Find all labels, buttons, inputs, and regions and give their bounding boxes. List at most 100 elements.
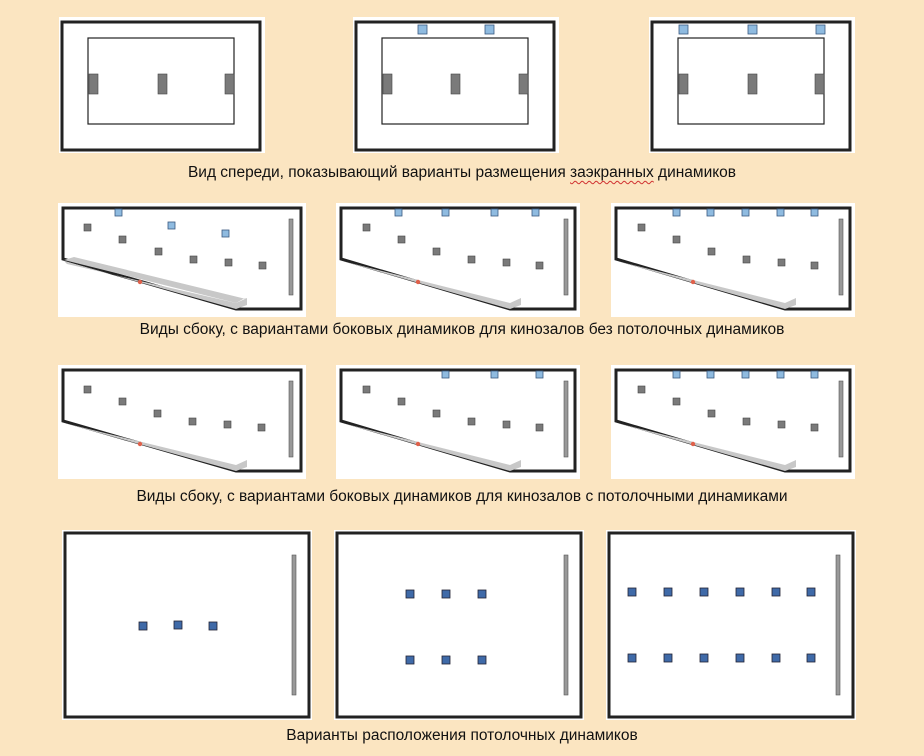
overhead-speaker [531, 208, 540, 217]
surround-speaker [742, 255, 751, 264]
surround-speaker [535, 261, 544, 270]
listener-dot [137, 441, 143, 447]
ceiling-speaker [771, 587, 781, 597]
screen-speaker-right [224, 73, 235, 95]
ceiling-speaker [735, 653, 745, 663]
overhead-speaker [706, 370, 715, 379]
screen-bar [838, 218, 844, 296]
screen-bar [291, 554, 297, 696]
overhead-speaker [810, 370, 819, 379]
side-view-no-ceiling-2 [336, 203, 580, 317]
screen-bar [838, 380, 844, 458]
overhead-speaker [706, 208, 715, 217]
surround-speaker [397, 397, 406, 406]
screen-bar [288, 380, 294, 458]
screen-speaker-left [88, 73, 99, 95]
caption-ceiling-layouts: Варианты расположения потолочных динамик… [286, 727, 638, 744]
overhead-speaker [672, 370, 681, 379]
screen-speaker-left [678, 73, 689, 95]
overhead-speaker [672, 208, 681, 217]
overhead-speaker [490, 370, 499, 379]
side-view-no-ceiling-1 [58, 203, 306, 317]
overhead-speaker [394, 208, 403, 217]
spellcheck-flagged-word: заэкранных [570, 164, 654, 181]
surround-speaker [467, 417, 476, 426]
surround-speaker [257, 423, 266, 432]
side-view-with-ceiling-3 [611, 365, 855, 479]
ceiling-speaker [208, 621, 218, 631]
ceiling-speaker [441, 655, 451, 665]
surround-speaker [153, 409, 162, 418]
caption-side-no-ceiling: Виды сбоку, с вариантами боковых динамик… [139, 321, 785, 338]
listener-dot [415, 279, 421, 285]
overhead-speaker [741, 208, 750, 217]
ceiling-speaker [477, 589, 487, 599]
surround-speaker [467, 255, 476, 264]
surround-speaker [154, 247, 163, 256]
top-speaker [484, 24, 495, 35]
caption-side-with-ceiling: Виды сбоку, с вариантами боковых динамик… [136, 488, 788, 505]
surround-speaker [258, 261, 267, 270]
side-view-no-ceiling-3 [611, 203, 855, 317]
listener-dot [690, 279, 696, 285]
listener-dot [415, 441, 421, 447]
surround-speaker [118, 235, 127, 244]
ceiling-speaker [138, 621, 148, 631]
front-view-3 [649, 17, 855, 153]
ceiling-speaker [699, 587, 709, 597]
surround-speaker [672, 397, 681, 406]
overhead-speaker [776, 370, 785, 379]
ceiling-speaker [663, 653, 673, 663]
overhead-speaker [167, 221, 176, 230]
surround-speaker [362, 385, 371, 394]
ceiling-speaker [663, 587, 673, 597]
front-view-1 [59, 17, 265, 153]
surround-speaker [535, 423, 544, 432]
side-view-with-ceiling-2 [336, 365, 580, 479]
surround-speaker [362, 223, 371, 232]
ceiling-speaker [806, 653, 816, 663]
overhead-speaker [535, 370, 544, 379]
ceiling-speaker [441, 589, 451, 599]
front-view-2 [353, 17, 559, 153]
screen-bar [288, 218, 294, 296]
ceiling-speaker [771, 653, 781, 663]
top-speaker [815, 24, 826, 35]
overhead-speaker [776, 208, 785, 217]
screen-speaker-center [450, 73, 461, 95]
side-view-with-ceiling-1 [58, 365, 306, 479]
surround-speaker [223, 420, 232, 429]
surround-speaker [502, 258, 511, 267]
ceiling-speaker [405, 589, 415, 599]
listener-dot [137, 279, 143, 285]
overhead-speaker [490, 208, 499, 217]
ceiling-layout-1 [62, 530, 312, 720]
screen-speaker-center [157, 73, 168, 95]
surround-speaker [432, 247, 441, 256]
surround-speaker [777, 258, 786, 267]
surround-speaker [707, 247, 716, 256]
ceiling-speaker [699, 653, 709, 663]
listener-dot [690, 441, 696, 447]
top-speaker [678, 24, 689, 35]
surround-speaker [83, 385, 92, 394]
surround-speaker [810, 261, 819, 270]
surround-speaker [742, 417, 751, 426]
screen-speaker-right [518, 73, 529, 95]
surround-speaker [672, 235, 681, 244]
surround-speaker [83, 223, 92, 232]
surround-speaker [502, 420, 511, 429]
surround-speaker [777, 420, 786, 429]
ceiling-speaker [627, 587, 637, 597]
screen-speaker-left [382, 73, 393, 95]
screen-speaker-right [814, 73, 825, 95]
surround-speaker [188, 417, 197, 426]
caption-front-views: Вид спереди, показывающий варианты разме… [187, 164, 737, 181]
ceiling-speaker [627, 653, 637, 663]
surround-speaker [118, 397, 127, 406]
surround-speaker [189, 255, 198, 264]
ceiling-speaker [477, 655, 487, 665]
overhead-speaker [221, 229, 230, 238]
ceiling-speaker [735, 587, 745, 597]
screen-bar [563, 554, 569, 696]
